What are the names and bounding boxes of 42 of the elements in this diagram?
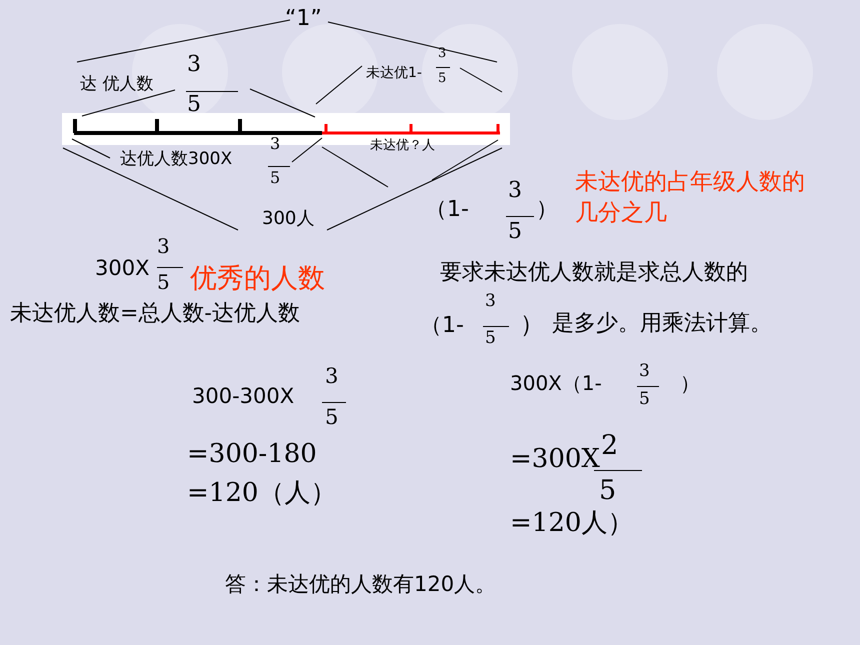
math-text: 达优人数300X	[120, 151, 232, 168]
math-text: 答：未达优的人数有120人。	[225, 574, 496, 595]
fraction-digit: 3	[639, 363, 650, 380]
fraction-digit: 5	[157, 272, 170, 292]
fraction-digit: 5	[187, 94, 201, 116]
fraction-digit: 2	[601, 432, 618, 459]
math-text: 300X（1-	[510, 373, 602, 393]
math-text: 300人	[262, 210, 314, 228]
math-text: ）	[520, 312, 544, 336]
fraction-digit: 3	[485, 293, 496, 310]
math-text: “1”	[285, 8, 322, 30]
math-text: 优秀的人数	[190, 265, 325, 292]
fraction-digit: 3	[270, 136, 280, 152]
math-text: （1-	[420, 315, 464, 337]
math-text: 未达优的占年级人数的几分之几	[575, 168, 806, 228]
math-text: ）	[536, 199, 558, 221]
math-text: =120人）	[510, 510, 634, 536]
fraction-digit: 5	[639, 391, 650, 408]
fraction-digit: 5	[270, 170, 280, 186]
fraction-digit: 3	[325, 366, 338, 387]
fraction-digit: 3	[508, 180, 522, 202]
math-text: 300X	[95, 258, 150, 279]
math-text: 要求未达优人数就是求总人数的	[440, 262, 748, 284]
segment-bar	[73, 119, 322, 135]
math-text: 是多少。用乘法计算。	[552, 313, 772, 335]
math-text: 达 优人数	[80, 76, 154, 93]
math-text: =120（人）	[187, 480, 336, 506]
fraction-digit: 3	[187, 54, 201, 76]
fraction-digit: 5	[599, 477, 616, 504]
math-text: 未达优人数=总人数-达优人数	[10, 303, 300, 325]
math-text: 300-300X	[192, 386, 294, 407]
math-text: =300-180	[187, 441, 317, 467]
fraction-digit: 5	[508, 221, 522, 243]
math-text: ）	[680, 373, 700, 393]
fraction-digit: 5	[325, 407, 338, 428]
math-text: （1-	[425, 199, 469, 221]
fraction-digit: 5	[438, 72, 446, 85]
math-text: =300X	[510, 446, 600, 472]
segment-bar	[322, 124, 500, 134]
fraction-digit: 3	[157, 236, 170, 256]
math-text: 未达优1-	[366, 66, 422, 80]
fraction-digit: 5	[485, 330, 496, 347]
